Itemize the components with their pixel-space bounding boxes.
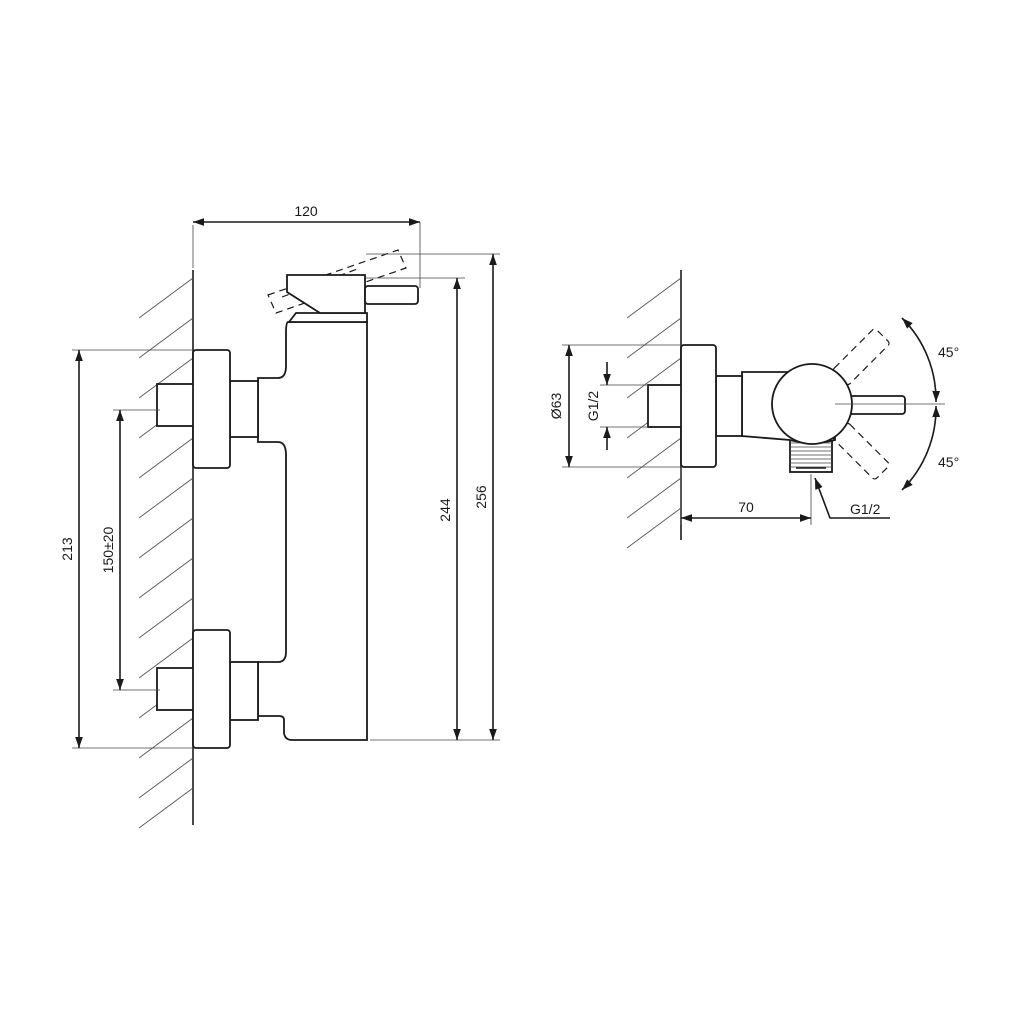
width-label: 120 — [294, 203, 318, 219]
angle-up-label: 45° — [938, 344, 959, 360]
side-flange — [680, 344, 717, 468]
lower-inlet-pipe — [156, 667, 196, 711]
mixer-body — [257, 321, 368, 741]
front-view: 120 244 256 213 150±20 — [59, 203, 500, 829]
side-inlet-pipe — [647, 384, 684, 428]
diameter-label: Ø63 — [548, 393, 564, 420]
angle-arc-up — [901, 317, 941, 403]
upper-inlet-pipe — [156, 383, 196, 427]
upper-connector — [229, 380, 259, 438]
outlet-thread-leader — [814, 477, 890, 519]
wall-height-label: 213 — [59, 537, 75, 561]
center-distance-label: 150±20 — [100, 526, 116, 573]
upper-flange — [192, 349, 231, 469]
side-view: Ø63 G1/2 45° 45° 70 G1/2 — [548, 270, 959, 549]
inlet-thread-label: G1/2 — [585, 391, 601, 422]
lever-cartridge — [287, 312, 368, 323]
wall-hatch-front — [138, 270, 194, 829]
outlet-thread-label: G1/2 — [850, 501, 881, 517]
lever-head — [286, 274, 366, 314]
side-lever-handle — [844, 395, 906, 415]
lever-handle — [364, 285, 419, 305]
angle-down-label: 45° — [938, 454, 959, 470]
body-height-label: 244 — [437, 498, 453, 522]
total-height-label: 256 — [473, 485, 489, 509]
angle-arc-down — [901, 405, 941, 491]
side-connector — [715, 375, 743, 437]
lower-flange — [192, 629, 231, 749]
depth-label: 70 — [738, 499, 754, 515]
lower-connector — [229, 661, 259, 721]
